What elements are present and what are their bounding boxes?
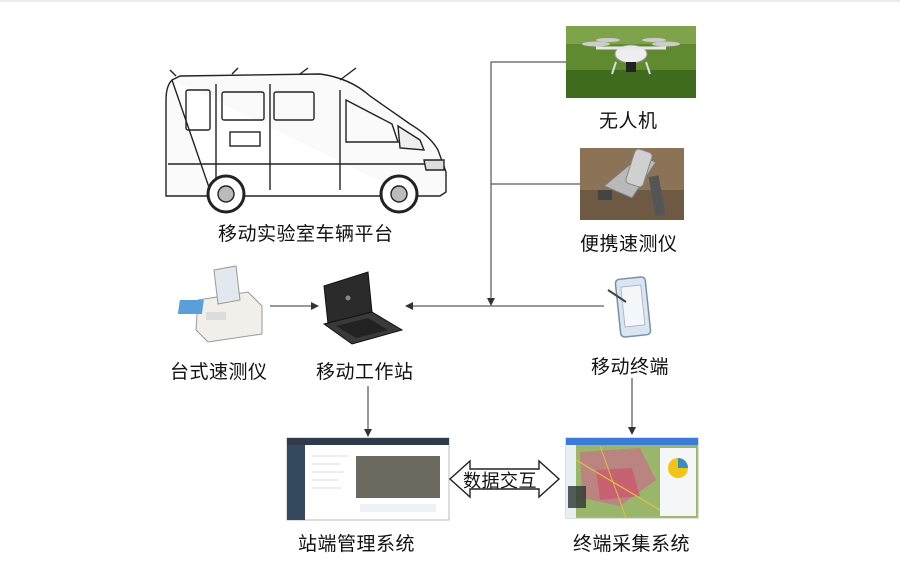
connector-lines xyxy=(270,61,636,437)
terminal-system-label: 终端采集系统 xyxy=(573,533,691,555)
data-exchange-arrow xyxy=(448,459,561,499)
portable-analyzer-image xyxy=(580,148,684,220)
data-exchange-label: 数据交互 xyxy=(463,471,537,492)
drone-image xyxy=(566,26,696,98)
station-system-image xyxy=(286,437,450,521)
workstation-label: 移动工作站 xyxy=(316,361,414,383)
mobile-terminal-image xyxy=(607,276,652,338)
portable-analyzer-label: 便携速测仪 xyxy=(580,233,678,255)
drone-label: 无人机 xyxy=(599,110,658,132)
vehicle-image xyxy=(165,67,447,214)
station-system-label: 站端管理系统 xyxy=(298,533,416,555)
mobile-terminal-label: 移动终端 xyxy=(591,356,670,378)
workstation-image xyxy=(322,271,404,345)
vehicle-label: 移动实验室车辆平台 xyxy=(218,223,394,245)
terminal-system-image xyxy=(565,437,699,519)
desktop-analyzer-image xyxy=(177,265,263,343)
desktop-analyzer-label: 台式速测仪 xyxy=(170,361,268,383)
connector-drone xyxy=(487,61,566,306)
top-border xyxy=(0,0,900,2)
